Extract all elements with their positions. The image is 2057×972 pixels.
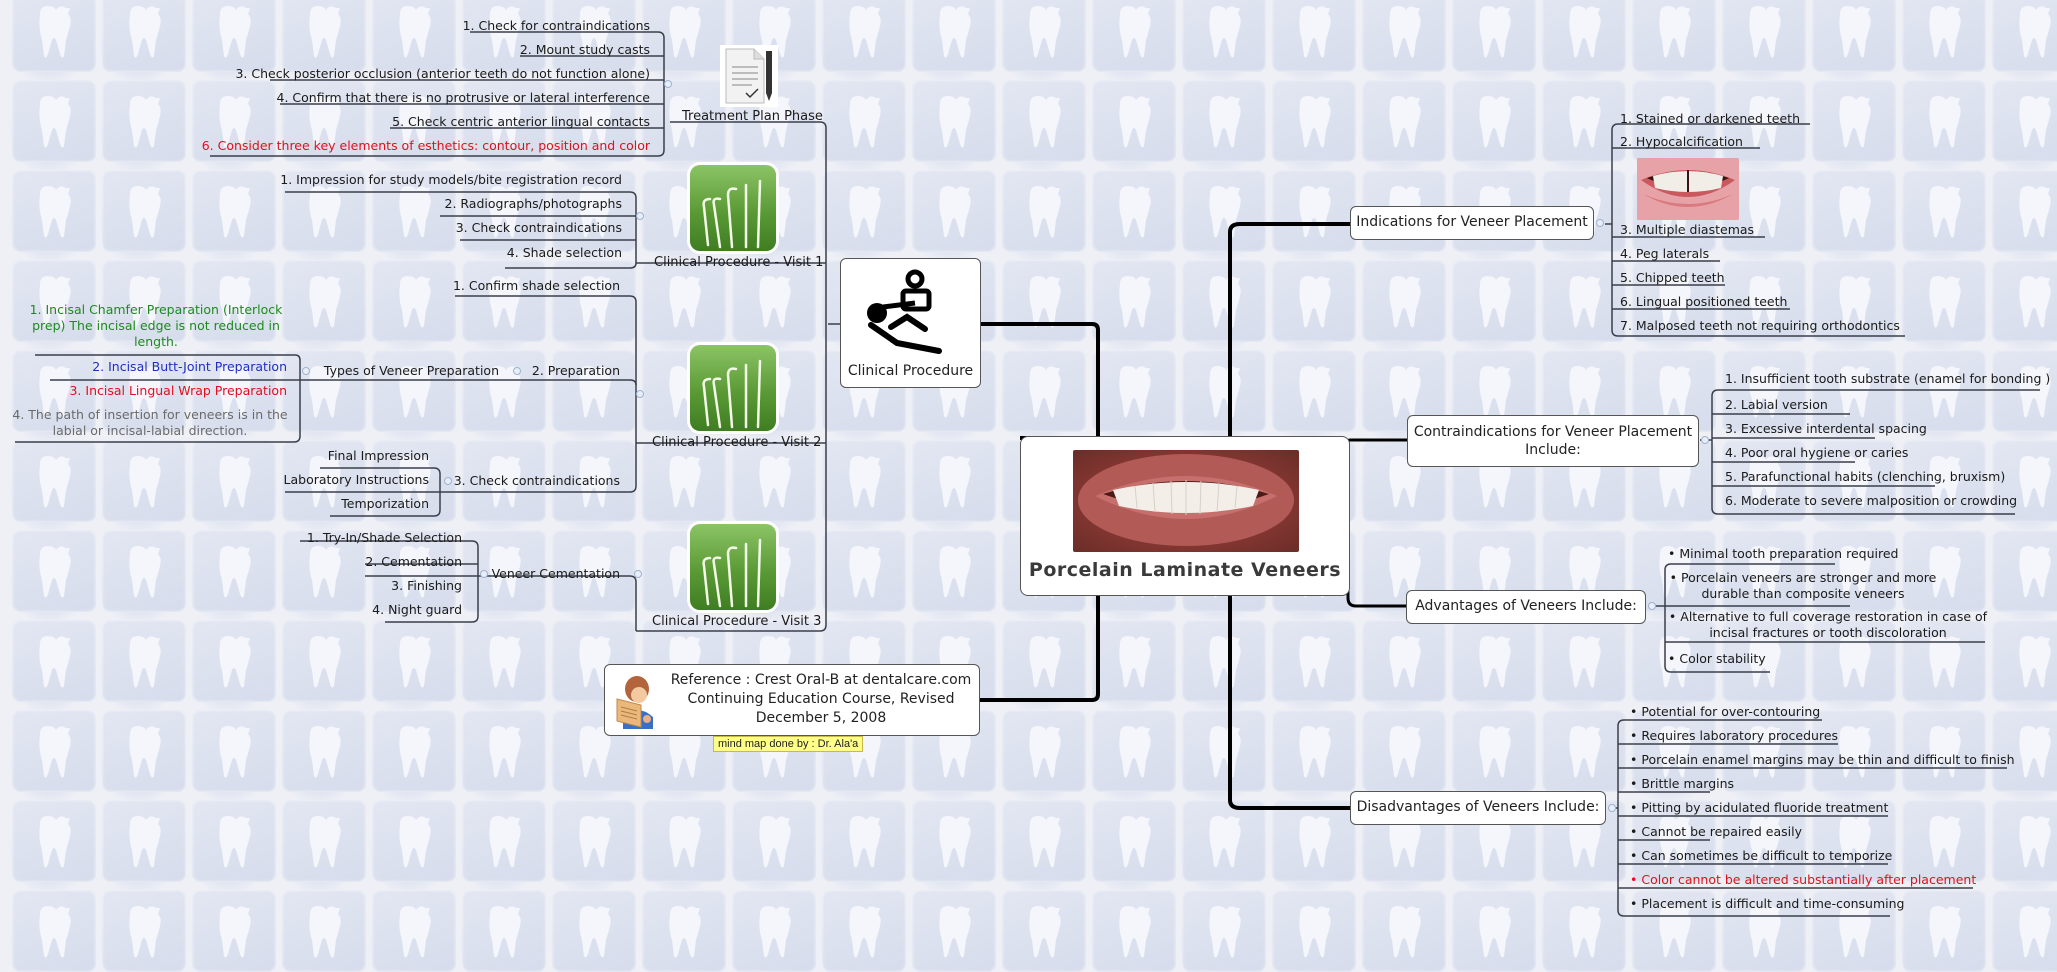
smile-illustration (1078, 454, 1294, 546)
disadvantage-6[interactable]: • Cannot be repaired easily (1630, 824, 1802, 839)
dental-instruments-icon (690, 165, 776, 251)
visit3-label[interactable]: Clinical Procedure - Visit 3 (652, 614, 822, 629)
indication-4[interactable]: 4. Peg laterals (1620, 246, 1710, 261)
cementation-item-3[interactable]: 3. Finishing (391, 578, 462, 593)
reference-node[interactable]: Reference : Crest Oral-B at dentalcare.c… (604, 664, 980, 736)
dental-instruments-icon (690, 524, 776, 610)
clinical-procedure-label: Clinical Procedure (847, 363, 974, 379)
treatment-collapse-toggle[interactable] (664, 80, 672, 88)
advantages-collapse-toggle[interactable] (1648, 602, 1656, 610)
treatment-item-4[interactable]: 4. Confirm that there is no protrusive o… (276, 90, 651, 105)
indication-2[interactable]: 2. Hypocalcification (1620, 134, 1743, 149)
treatment-plan-phase-label[interactable]: Treatment Plan Phase (682, 109, 823, 124)
prep-type-4[interactable]: 4. The path of insertion for veneers is … (12, 407, 288, 438)
disadvantage-9[interactable]: • Placement is difficult and time-consum… (1630, 896, 1905, 911)
disadvantage-7[interactable]: • Can sometimes be difficult to temporiz… (1630, 848, 1893, 863)
disadvantage-1[interactable]: • Potential for over-contouring (1630, 704, 1821, 719)
central-topic[interactable]: Porcelain Laminate Veneers (1020, 436, 1350, 596)
cementation-item-4[interactable]: 4. Night guard (372, 602, 462, 617)
reference-line-2: Continuing Education Course, Revised (687, 691, 955, 707)
indication-7[interactable]: 7. Malposed teeth not requiring orthodon… (1620, 318, 1900, 333)
smiling-teeth-photo (1073, 450, 1299, 552)
visit1-label[interactable]: Clinical Procedure - Visit 1 (654, 255, 824, 270)
advantage-1[interactable]: • Minimal tooth preparation required (1668, 546, 1899, 561)
indication-5[interactable]: 5. Chipped teeth (1620, 270, 1725, 285)
visit2-item-preparation[interactable]: 2. Preparation (531, 363, 620, 378)
visit1-item-3[interactable]: 3. Check contraindications (455, 220, 622, 235)
indication-6[interactable]: 6. Lingual positioned teeth (1620, 294, 1788, 309)
dental-instruments-icon (690, 345, 776, 431)
indications-collapse-toggle[interactable] (1596, 219, 1604, 227)
indication-1[interactable]: 1. Stained or darkened teeth (1620, 111, 1800, 126)
advantage-4[interactable]: • Color stability (1668, 651, 1766, 666)
prep-type-3[interactable]: 3. Incisal Lingual Wrap Preparation (69, 383, 287, 398)
visit1-item-1[interactable]: 1. Impression for study models/bite regi… (280, 172, 622, 187)
contraindication-2[interactable]: 2. Labial version (1725, 397, 1828, 412)
treatment-item-2[interactable]: 2. Mount study casts (519, 42, 650, 57)
disadvantages-collapse-toggle[interactable] (1608, 804, 1616, 812)
treatment-item-5[interactable]: 5. Check centric anterior lingual contac… (392, 114, 650, 129)
indication-3[interactable]: 3. Multiple diastemas (1620, 222, 1755, 237)
visit3-collapse-toggle[interactable] (634, 570, 642, 578)
check-temporization[interactable]: Temporization (341, 496, 429, 511)
advantage-2[interactable]: • Porcelain veneers are stronger and mor… (1669, 570, 1937, 601)
advantages-node[interactable]: Advantages of Veneers Include: (1406, 590, 1646, 624)
cementation-item-2[interactable]: 2. Cementation (365, 554, 462, 569)
prep-type-2[interactable]: 2. Incisal Butt-Joint Preparation (92, 359, 287, 374)
types-of-veneer-preparation[interactable]: Types of Veneer Preparation (323, 363, 499, 378)
central-title: Porcelain Laminate Veneers (1028, 559, 1342, 581)
indications-label: Indications for Veneer Placement (1356, 214, 1588, 230)
contraindications-collapse-toggle[interactable] (1701, 436, 1709, 444)
types-collapse-toggle[interactable] (302, 367, 310, 375)
treatment-item-6[interactable]: 6. Consider three key elements of esthet… (201, 138, 650, 153)
contraindication-4[interactable]: 4. Poor oral hygiene or caries (1725, 445, 1909, 460)
visit2-item-check-contraindications[interactable]: 3. Check contraindications (453, 473, 620, 488)
contraindication-6[interactable]: 6. Moderate to severe malposition or cro… (1725, 493, 2018, 508)
preparation-collapse-toggle[interactable] (513, 367, 521, 375)
visit1-item-2[interactable]: 2. Radiographs/photographs (444, 196, 623, 211)
visit2-label[interactable]: Clinical Procedure - Visit 2 (652, 435, 822, 450)
visit1-collapse-toggle[interactable] (636, 212, 644, 220)
contraindication-1[interactable]: 1. Insufficient tooth substrate (enamel … (1725, 371, 2051, 386)
prep-type-1[interactable]: 1. Incisal Chamfer Preparation (Interloc… (29, 302, 283, 349)
visit2-item-confirm-shade[interactable]: 1. Confirm shade selection (452, 278, 620, 293)
reference-line-1: Reference : Crest Oral-B at dentalcare.c… (670, 672, 972, 688)
treatment-item-3[interactable]: 3. Check posterior occlusion (anterior t… (235, 66, 650, 81)
check-collapse-toggle[interactable] (444, 477, 452, 485)
dental-patient-chair-icon (867, 269, 942, 354)
check-final-impression[interactable]: Final Impression (327, 448, 429, 463)
contraindication-3[interactable]: 3. Excessive interdental spacing (1725, 421, 1927, 436)
diastema-teeth-photo (1637, 158, 1739, 220)
disadvantage-2[interactable]: • Requires laboratory procedures (1630, 728, 1839, 743)
indications-node[interactable]: Indications for Veneer Placement (1350, 206, 1594, 240)
document-checklist-icon (720, 45, 778, 107)
person-reading-newspaper-icon (616, 676, 653, 729)
veneer-cementation[interactable]: Veneer Cementation (491, 566, 620, 581)
reference-line-3: December 5, 2008 (755, 710, 887, 726)
advantages-label: Advantages of Veneers Include: (1415, 598, 1637, 614)
contraindications-label: Contraindications for Veneer Placement I… (1413, 424, 1693, 458)
visit2-collapse-toggle[interactable] (636, 390, 644, 398)
check-laboratory-instructions[interactable]: Laboratory Instructions (283, 472, 429, 487)
cementation-item-1[interactable]: 1. Try-In/Shade Selection (306, 530, 462, 545)
visit1-item-4[interactable]: 4. Shade selection (506, 245, 622, 260)
contraindication-5[interactable]: 5. Parafunctional habits (clenching, bru… (1725, 469, 2006, 484)
clinical-procedure-node[interactable]: Clinical Procedure (840, 258, 981, 388)
disadvantages-label: Disadvantages of Veneers Include: (1356, 799, 1600, 815)
cementation-collapse-toggle[interactable] (480, 570, 488, 578)
disadvantage-5[interactable]: • Pitting by acidulated fluoride treatme… (1630, 800, 1889, 815)
disadvantage-8[interactable]: • Color cannot be altered substantially … (1630, 872, 1977, 887)
treatment-item-1[interactable]: 1. Check for contraindications (462, 18, 650, 33)
disadvantages-node[interactable]: Disadvantages of Veneers Include: (1350, 791, 1606, 825)
advantage-3[interactable]: • Alternative to full coverage restorati… (1668, 609, 1988, 640)
disadvantage-4[interactable]: • Brittle margins (1630, 776, 1735, 791)
disadvantage-3[interactable]: • Porcelain enamel margins may be thin a… (1630, 752, 2015, 767)
contraindications-node[interactable]: Contraindications for Veneer Placement I… (1407, 415, 1699, 467)
author-note[interactable]: mind map done by : Dr. Ala'a (713, 736, 864, 752)
